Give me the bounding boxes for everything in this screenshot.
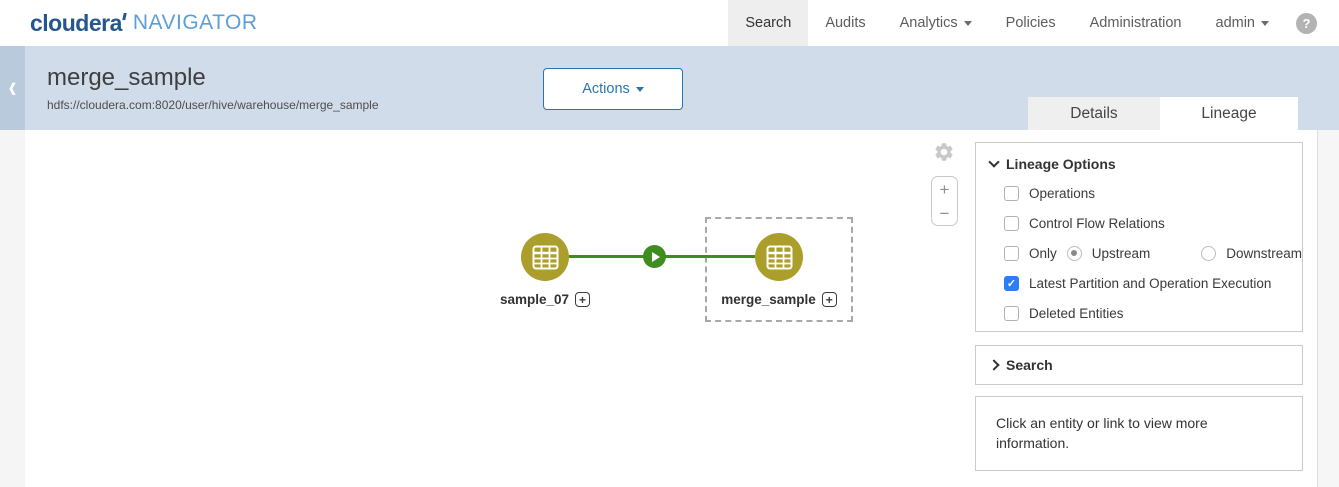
radio-downstream[interactable] bbox=[1201, 245, 1217, 261]
option-deleted-entities: ✓ Deleted Entities bbox=[976, 298, 1302, 328]
chevron-down-icon bbox=[988, 156, 1000, 168]
table-icon bbox=[766, 245, 792, 269]
panel-title: Lineage Options bbox=[1006, 156, 1116, 172]
tab-label: Details bbox=[1070, 104, 1118, 122]
option-operations: ✓ Operations bbox=[976, 178, 1302, 208]
nav-item-administration[interactable]: Administration bbox=[1073, 0, 1199, 46]
tab-label: Lineage bbox=[1201, 104, 1257, 122]
scrollbar-gutter[interactable] bbox=[1317, 130, 1339, 487]
option-label: Latest Partition and Operation Execution bbox=[1029, 275, 1272, 291]
entity-hdfs-path: hdfs://cloudera.com:8020/user/hive/wareh… bbox=[47, 98, 379, 112]
checkbox-latest-partition[interactable]: ✓ bbox=[1004, 275, 1019, 291]
brand-name: cloudera bbox=[30, 9, 122, 36]
expand-node-icon[interactable]: + bbox=[575, 292, 591, 307]
checkbox-control-flow[interactable]: ✓ bbox=[1004, 215, 1019, 231]
chevron-left-icon: ‹ bbox=[8, 69, 17, 105]
product-name: NAVIGATOR bbox=[132, 11, 258, 34]
checkbox-operations[interactable]: ✓ bbox=[1004, 185, 1019, 201]
chevron-down-icon bbox=[1261, 20, 1269, 26]
node-name: sample_07 bbox=[499, 292, 570, 307]
search-panel: Search bbox=[975, 345, 1303, 385]
table-icon bbox=[532, 245, 558, 269]
entity-header: ‹ merge_sample hdfs://cloudera.com:8020/… bbox=[0, 46, 1339, 130]
nav-item-label: Audits bbox=[825, 15, 866, 31]
zoom-in-button[interactable]: + bbox=[939, 179, 950, 199]
option-control-flow: ✓ Control Flow Relations bbox=[976, 208, 1302, 238]
zoom-control: + − bbox=[931, 176, 958, 226]
checkbox-only[interactable]: ✓ bbox=[1004, 245, 1019, 261]
gear-icon[interactable] bbox=[933, 141, 955, 163]
expand-node-icon[interactable]: + bbox=[821, 292, 837, 307]
actions-button[interactable]: Actions bbox=[543, 68, 683, 110]
option-label: Control Flow Relations bbox=[1029, 215, 1165, 231]
option-latest-partition: ✓ Latest Partition and Operation Executi… bbox=[976, 268, 1302, 298]
tab-details[interactable]: Details bbox=[1028, 97, 1160, 130]
radio-label: Upstream bbox=[1091, 245, 1151, 261]
panel-title: Search bbox=[1006, 357, 1053, 373]
nav-items: Search Audits Analytics Policies Adminis… bbox=[728, 0, 1339, 46]
nav-item-policies[interactable]: Policies bbox=[989, 0, 1073, 46]
nav-item-label: Administration bbox=[1089, 15, 1182, 31]
nav-item-label: Analytics bbox=[899, 15, 958, 31]
option-label: Only bbox=[1029, 245, 1057, 261]
top-nav: cloudera NAVIGATOR Search Audits Analyti… bbox=[0, 0, 1339, 46]
radio-label: Downstream bbox=[1226, 245, 1302, 261]
chevron-down-icon bbox=[963, 20, 972, 26]
node-name: merge_sample bbox=[721, 292, 816, 307]
nav-item-label: admin bbox=[1215, 15, 1256, 31]
search-panel-header[interactable]: Search bbox=[976, 357, 1067, 373]
chevron-right-icon bbox=[988, 359, 1000, 371]
selected-node-outline bbox=[705, 217, 853, 322]
help-icon[interactable]: ? bbox=[1296, 12, 1317, 34]
nav-item-analytics[interactable]: Analytics bbox=[883, 0, 989, 46]
lineage-options-panel: Lineage Options ✓ Operations ✓ Control F… bbox=[975, 142, 1303, 332]
node-label-sample-07: sample_07 + bbox=[475, 292, 615, 307]
operation-play-icon[interactable] bbox=[643, 245, 666, 268]
detail-tabs: Details Lineage bbox=[1028, 97, 1298, 130]
info-message: Click an entity or link to view more inf… bbox=[996, 415, 1208, 452]
option-label: Deleted Entities bbox=[1029, 305, 1124, 321]
zoom-out-button[interactable]: − bbox=[939, 203, 950, 223]
back-button[interactable]: ‹ bbox=[0, 46, 25, 130]
checkbox-deleted-entities[interactable]: ✓ bbox=[1004, 305, 1019, 321]
chevron-down-icon bbox=[635, 86, 644, 92]
node-merge-sample[interactable] bbox=[755, 233, 803, 281]
option-label: Operations bbox=[1029, 185, 1096, 201]
left-gutter bbox=[0, 130, 25, 487]
page-title: merge_sample bbox=[47, 64, 206, 91]
node-sample-07[interactable] bbox=[521, 233, 569, 281]
radio-upstream[interactable] bbox=[1066, 245, 1082, 261]
cloudera-navigator-logo[interactable]: cloudera NAVIGATOR bbox=[30, 0, 258, 46]
lineage-options-header[interactable]: Lineage Options bbox=[976, 143, 1302, 178]
nav-item-search[interactable]: Search bbox=[728, 0, 809, 46]
nav-item-label: Policies bbox=[1005, 15, 1056, 31]
info-panel: Click an entity or link to view more inf… bbox=[975, 396, 1303, 471]
nav-item-audits[interactable]: Audits bbox=[808, 0, 882, 46]
option-only-direction: ✓ Only Upstream Downstream bbox=[976, 238, 1302, 268]
lineage-content: + − sample_07 + bbox=[0, 130, 1339, 487]
node-label-merge-sample: merge_sample + bbox=[700, 292, 858, 307]
nav-item-admin-menu[interactable]: admin bbox=[1199, 0, 1287, 46]
tab-lineage[interactable]: Lineage bbox=[1160, 97, 1298, 130]
actions-button-label: Actions bbox=[582, 81, 630, 97]
nav-item-label: Search bbox=[745, 15, 792, 31]
play-triangle bbox=[651, 251, 660, 262]
